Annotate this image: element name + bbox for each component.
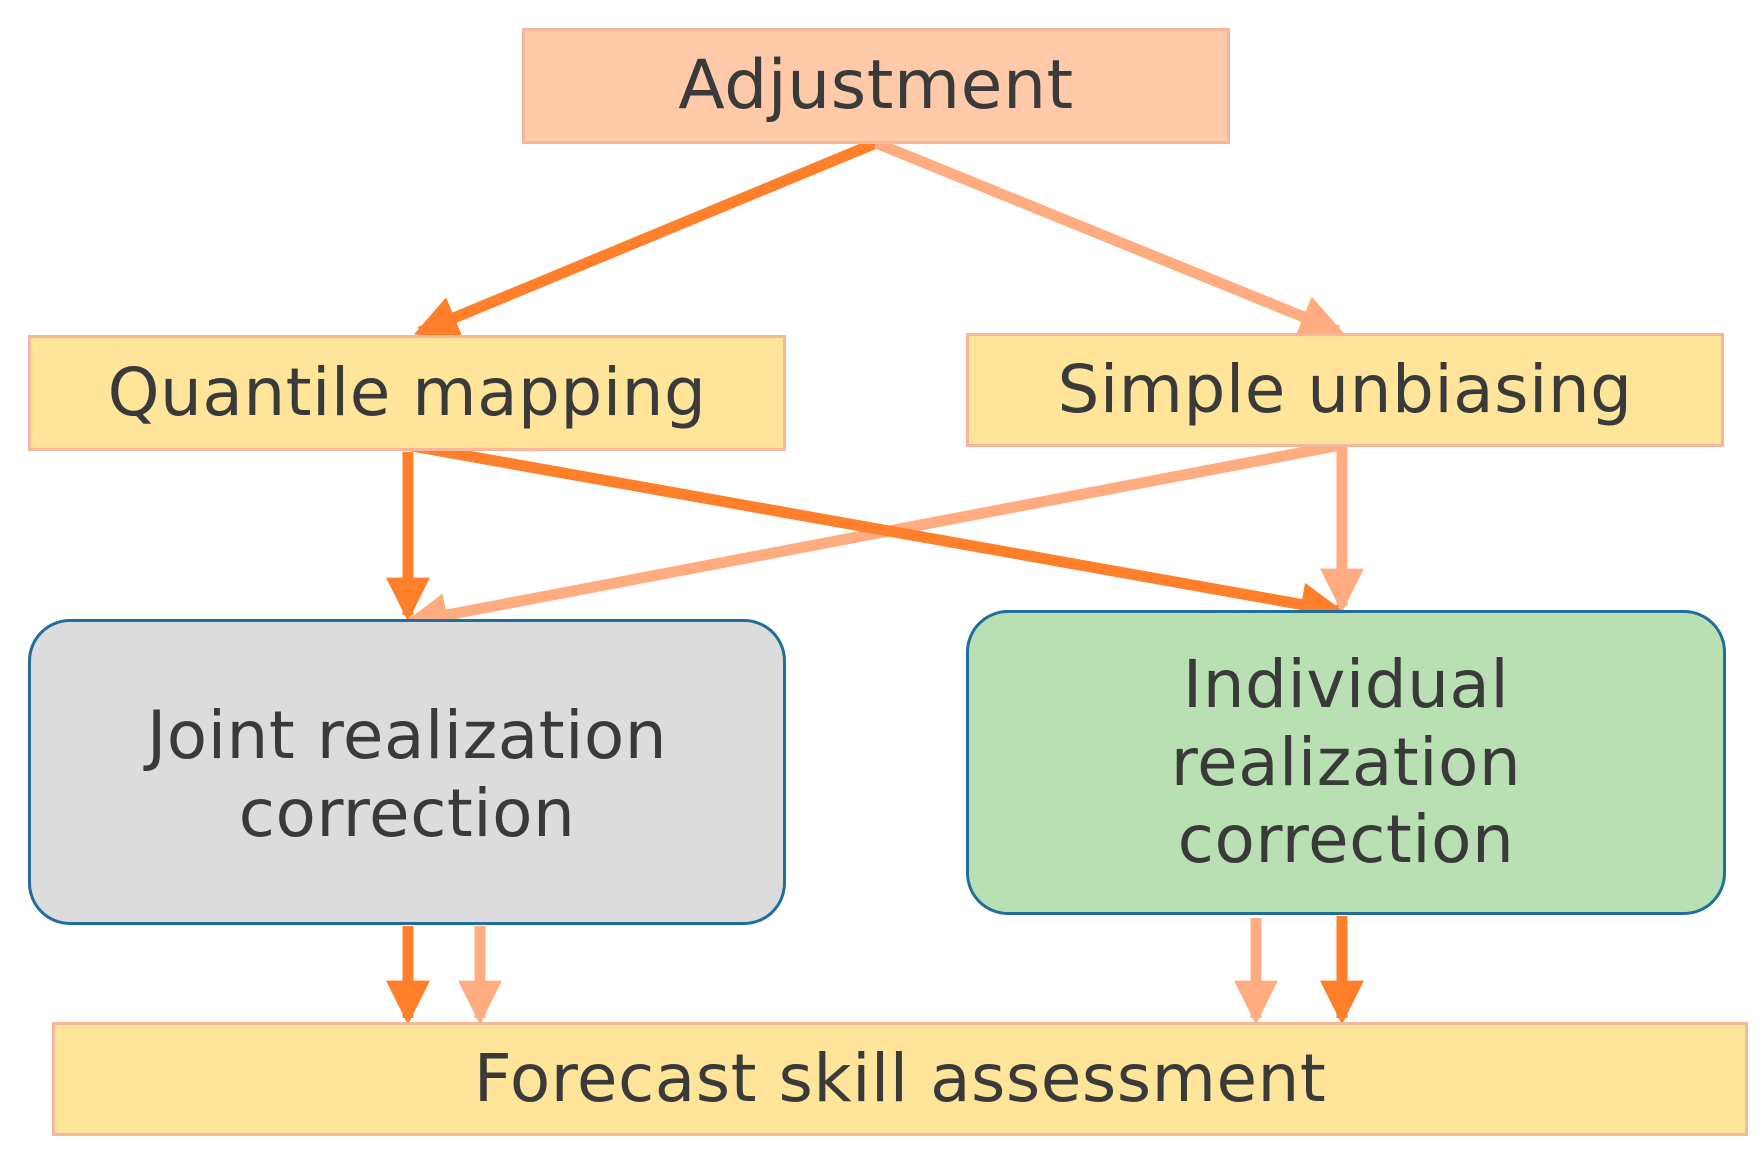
arrow-unbiasing-to-joint: [403, 440, 1338, 637]
adjustment-label: Adjustment: [678, 45, 1074, 125]
individual-correction-line-1: Individual: [1182, 645, 1510, 723]
joint-realization-correction-node: Joint realization correction: [28, 619, 786, 925]
individual-correction-line-3: correction: [1177, 801, 1515, 879]
forecast-skill-label: Forecast skill assessment: [473, 1040, 1327, 1118]
quantile-mapping-label: Quantile mapping: [107, 354, 707, 432]
arrow-adjustment-to-quantile: [413, 137, 879, 339]
forecast-skill-assessment-node: Forecast skill assessment: [52, 1022, 1748, 1136]
joint-correction-line-1: Joint realization: [146, 697, 668, 775]
simple-unbiasing-label: Simple unbiasing: [1057, 351, 1633, 429]
adjustment-node: Adjustment: [522, 28, 1230, 144]
individual-correction-line-2: realization: [1170, 723, 1522, 801]
quantile-mapping-node: Quantile mapping: [28, 335, 786, 451]
arrow-quantile-to-individual: [411, 440, 1345, 627]
arrow-adjustment-to-unbiasing: [873, 137, 1345, 338]
individual-realization-correction-node: Individual realization correction: [966, 610, 1726, 915]
simple-unbiasing-node: Simple unbiasing: [966, 333, 1724, 447]
joint-correction-line-2: correction: [238, 775, 576, 852]
